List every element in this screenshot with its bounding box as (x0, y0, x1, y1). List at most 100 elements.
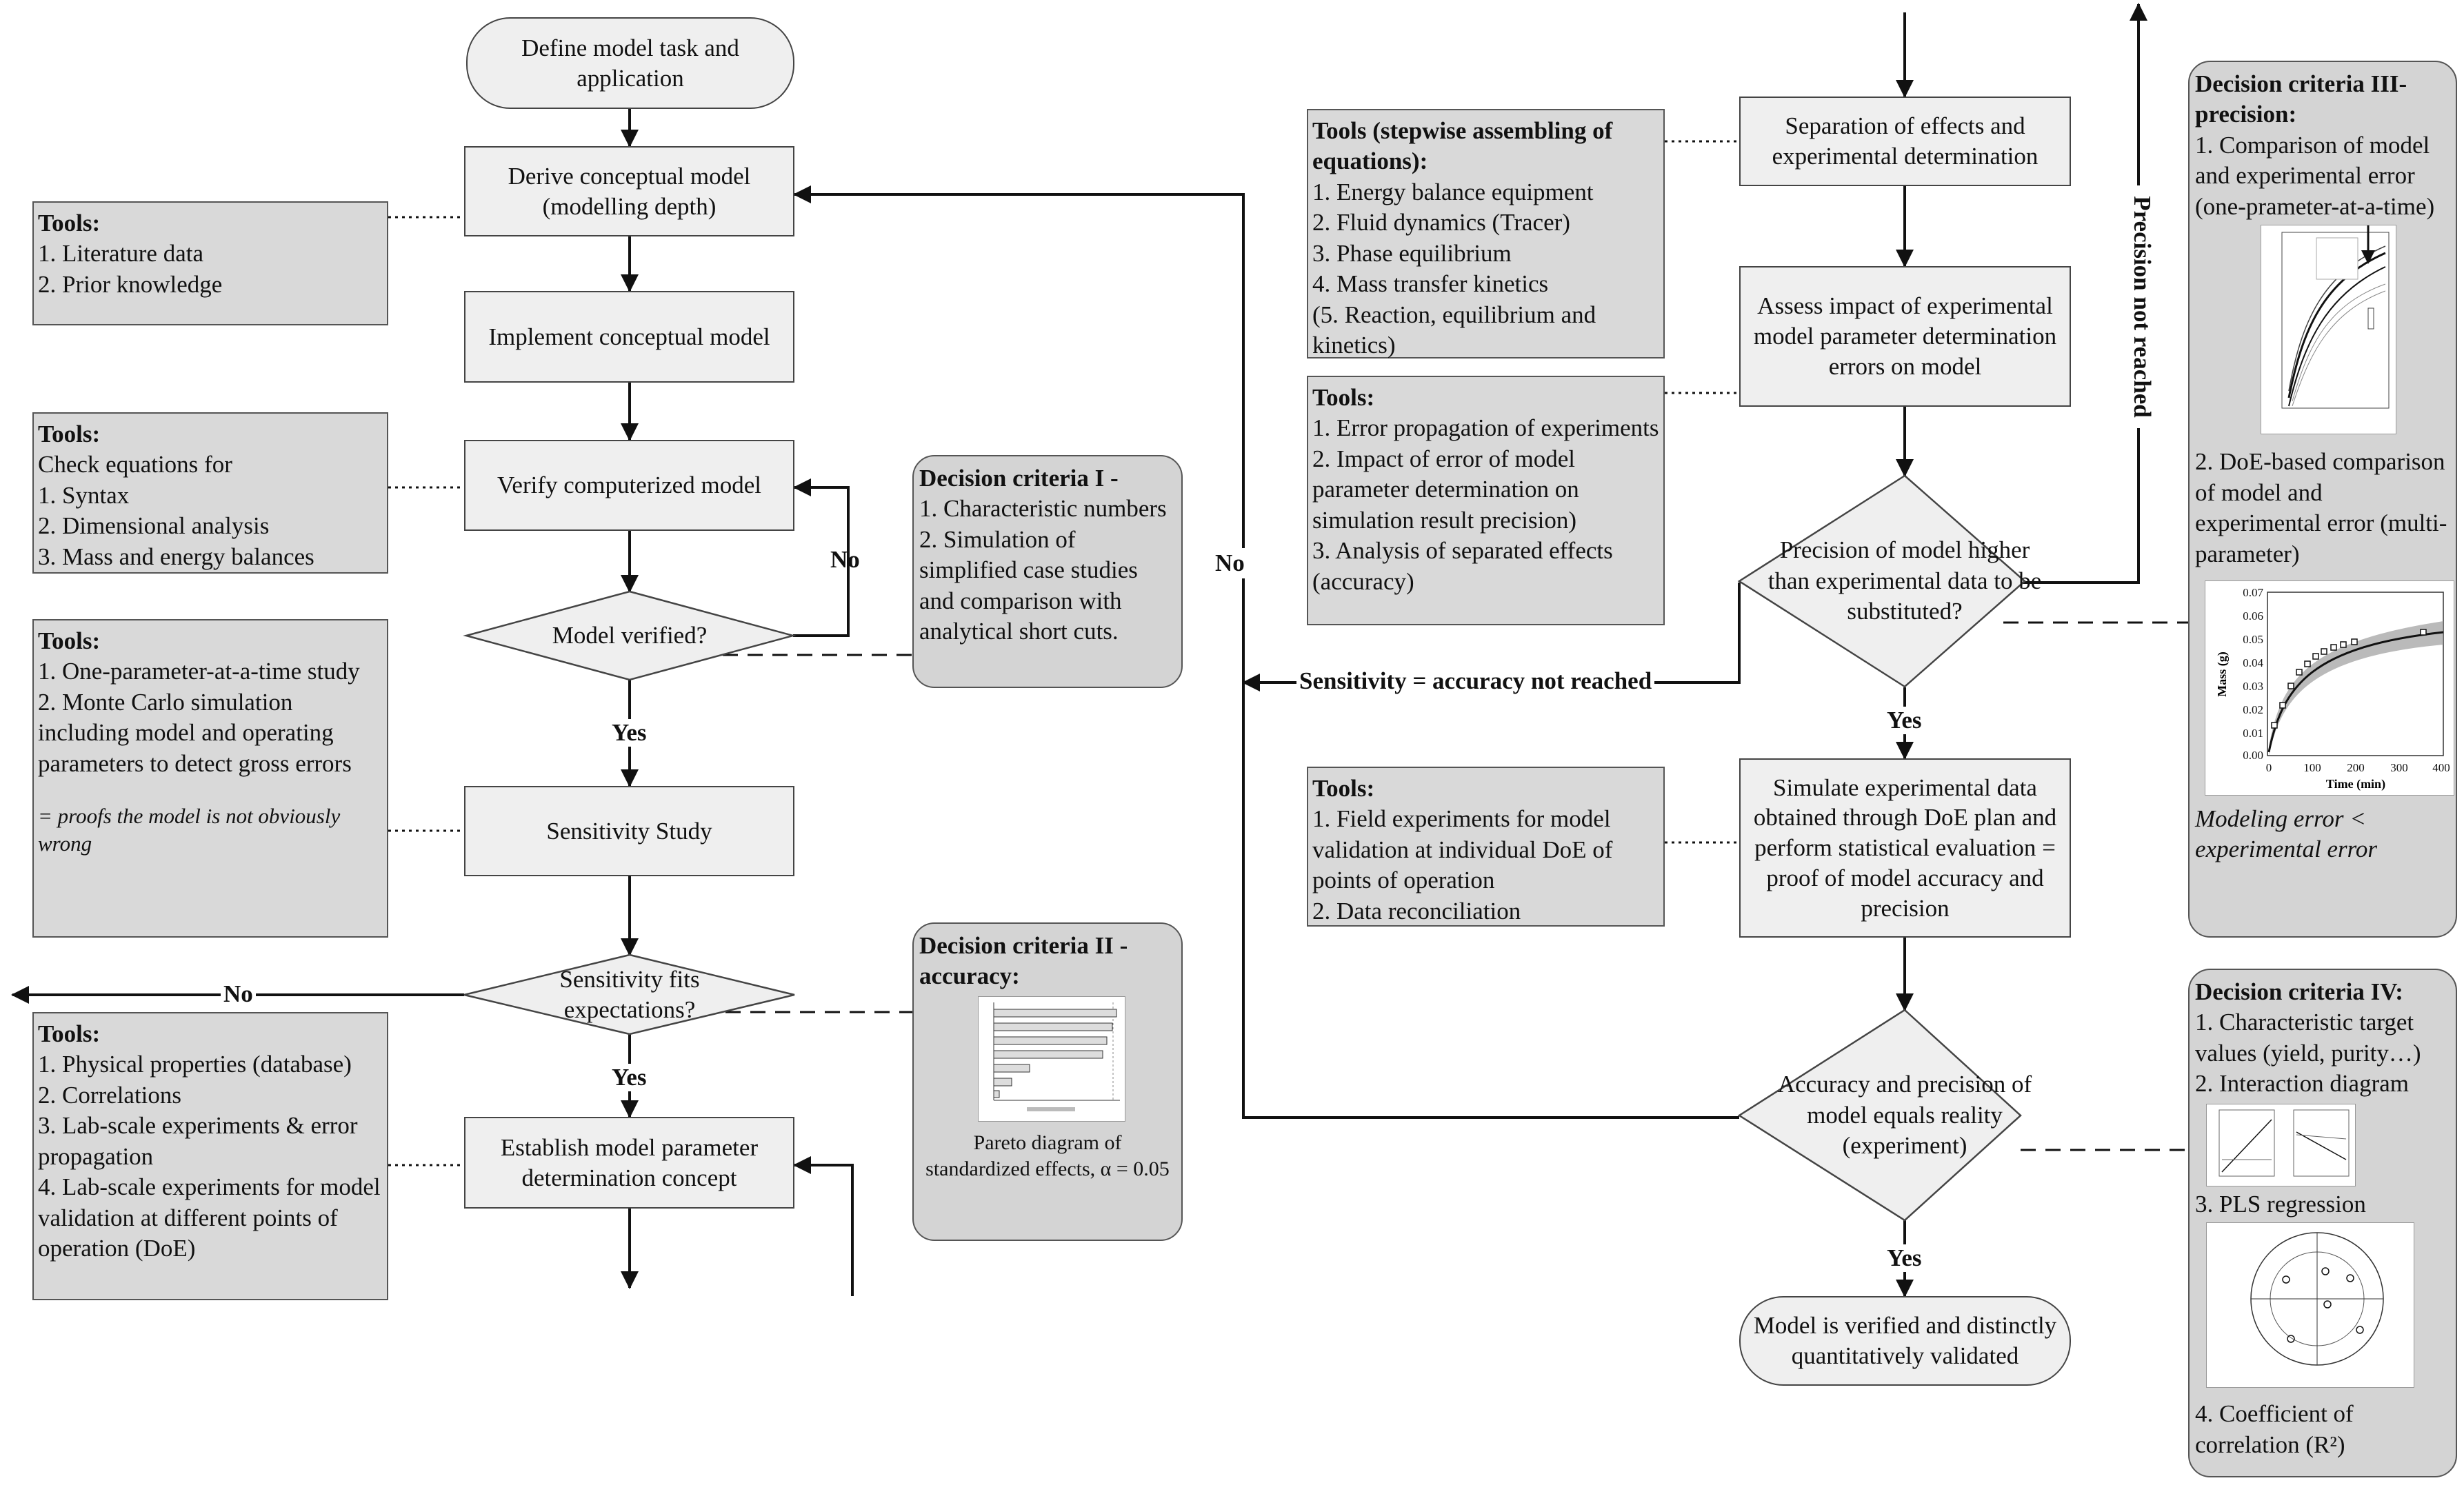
tools-stepwise-line-2: 2. Fluid dynamics (Tracer) (1312, 209, 1570, 236)
step-separation-effects: Separation of effects and experimental d… (1739, 97, 2071, 186)
label-no-accuracy: No (1212, 548, 1248, 578)
step-separation-effects-text: Separation of effects and experimental d… (1772, 112, 2039, 170)
tools-check-line-1: Check equations for (38, 451, 232, 478)
label-no-sensitivity: No (221, 980, 256, 1008)
tools-field-experiments: Tools: 1. Field experiments for model va… (1307, 767, 1665, 927)
decision-precision-text: Precision of model higher than experimen… (1767, 536, 2042, 625)
tools-parameters-line-3: 3. Lab-scale experiments & error propaga… (38, 1112, 358, 1170)
pareto-bars (993, 1002, 1120, 1111)
tools-field-line-2: 2. Data reconciliation (1312, 897, 1521, 925)
tools-sensitivity-line-1: 1. One-parameter-at-a-time study (38, 658, 360, 685)
mass-time-svg: 0.07 0.06 0.05 0.04 0.03 0.02 0.01 0.00 … (2215, 586, 2450, 791)
criteria-one: Decision criteria I - 1. Characteristic … (912, 455, 1183, 688)
mass-ylabel: Mass (g) (2215, 651, 2230, 697)
decision-sensitivity-fits-text: Sensitivity fits expectations? (559, 965, 700, 1023)
tools-stepwise-line-3: 3. Phase equilibrium (1312, 239, 1512, 267)
end-model-validated-text: Model is verified and distinctly quantit… (1753, 1312, 2057, 1369)
criteria-four-line-1: 1. Characteristic target values (yield, … (2195, 1009, 2421, 1067)
tools-error-title: Tools: (1312, 384, 1375, 411)
label-no-verify: No (830, 546, 860, 573)
mass-ytick-6: 0.01 (2243, 727, 2263, 740)
step-verify-model-text: Verify computerized model (497, 472, 761, 499)
mass-ytick-1: 0.06 (2243, 609, 2263, 623)
step-simulate-data-text: Simulate experimental data obtained thro… (1753, 774, 2057, 922)
tools-stepwise: Tools (stepwise assembling of equations)… (1307, 109, 1665, 358)
mass-ytick-0: 0.07 (2243, 586, 2263, 599)
criteria-three-note: Modeling error < experimental error (2195, 805, 2378, 863)
step-assess-impact: Assess impact of experimental model para… (1739, 266, 2071, 407)
tools-literature: Tools: 1. Literature data 2. Prior knowl… (32, 201, 388, 325)
arrow-accuracy-no-to-derive (793, 185, 1739, 1119)
criteria-two: Decision criteria II - accuracy: Pareto … (912, 922, 1183, 1241)
mass-ytick-7: 0.00 (2243, 749, 2263, 762)
mass-time-chart: 0.07 0.06 0.05 0.04 0.03 0.02 0.01 0.00 … (2205, 580, 2454, 796)
mass-xlabel: Time (min) (2326, 777, 2385, 791)
tools-sensitivity-line-2: 2. Monte Carlo simulation including mode… (38, 688, 352, 777)
label-yes-accuracy: Yes (1884, 1244, 1925, 1272)
step-verify-model: Verify computerized model (464, 440, 794, 531)
interaction-diagram-thumbnail (2206, 1103, 2356, 1186)
tools-field-title: Tools: (1312, 775, 1375, 802)
pareto-caption: Pareto diagram of standardized effects, … (925, 1131, 1170, 1180)
tools-check-line-3: 2. Dimensional analysis (38, 512, 270, 540)
decision-precision (1737, 474, 2026, 688)
criteria-three-title: Decision criteria III- precision: (2195, 70, 2407, 128)
step-derive-model-text: Derive conceptual model (modelling depth… (508, 162, 751, 220)
tools-stepwise-line-5: (5. Reaction, equilibrium and kinetics) (1312, 301, 1596, 359)
decision-model-verified-text: Model verified? (552, 621, 708, 649)
mass-xtick-2: 200 (2347, 761, 2365, 774)
criteria-three-line-2: 2. DoE-based comparison of model and exp… (2195, 448, 2447, 567)
mass-xtick-1: 100 (2303, 761, 2321, 774)
error-comparison-plot (2261, 225, 2396, 435)
tools-check-equations: Tools: Check equations for 1. Syntax 2. … (32, 412, 388, 574)
tools-stepwise-title: Tools (stepwise assembling of equations)… (1312, 117, 1613, 175)
label-yes-sensitivity: Yes (609, 1064, 650, 1091)
pareto-diagram-thumbnail (978, 996, 1125, 1122)
step-derive-model: Derive conceptual model (modelling depth… (464, 146, 794, 236)
criteria-four-line-4: 4. Coefficient of correlation (R²) (2195, 1400, 2354, 1458)
step-sensitivity-study-text: Sensitivity Study (546, 817, 712, 845)
tools-field-line-1: 1. Field experiments for model validatio… (1312, 805, 1613, 894)
step-assess-impact-text: Assess impact of experimental model para… (1753, 292, 2057, 380)
criteria-one-line-2: 2. Simulation of simplified case studies… (919, 525, 1138, 645)
tools-error-propagation: Tools: 1. Error propagation of experimen… (1307, 376, 1665, 625)
criteria-four-line-2: 2. Interaction diagram (2195, 1070, 2410, 1098)
tools-error-line-1: 1. Error propagation of experiments (1312, 414, 1659, 442)
decision-sensitivity-fits (463, 953, 795, 1036)
label-yes-verify: Yes (609, 719, 650, 747)
start-define-task: Define model task and application (466, 17, 794, 109)
arrow-loop-into-establish (793, 1156, 854, 1296)
tools-stepwise-line-1: 1. Energy balance equipment (1312, 178, 1594, 205)
label-sensitivity-accuracy: Sensitivity = accuracy not reached (1296, 667, 1655, 695)
tools-sensitivity-title: Tools: (38, 627, 101, 654)
mass-ytick-5: 0.02 (2243, 703, 2263, 716)
end-model-validated: Model is verified and distinctly quantit… (1739, 1296, 2071, 1386)
pls-circle (2250, 1232, 2384, 1366)
step-implement-model: Implement conceptual model (464, 291, 794, 383)
mass-ytick-3: 0.04 (2243, 656, 2263, 669)
tools-error-line-2: 2. Impact of error of model parameter de… (1312, 445, 1579, 534)
arrow-no-back-verify (793, 478, 850, 637)
criteria-three-line-1: 1. Comparison of model and experimental … (2195, 131, 2435, 220)
tools-stepwise-line-4: 4. Mass transfer kinetics (1312, 270, 1549, 298)
tools-literature-line-2: 2. Prior knowledge (38, 270, 223, 298)
mass-xtick-3: 300 (2390, 761, 2408, 774)
label-yes-precision: Yes (1884, 707, 1925, 734)
tools-sensitivity: Tools: 1. One-parameter-at-a-time study … (32, 619, 388, 938)
mass-ytick-4: 0.03 (2243, 680, 2263, 693)
criteria-four: Decision criteria IV: 1. Characteristic … (2188, 969, 2457, 1477)
decision-accuracy (1737, 1009, 2022, 1222)
decision-accuracy-text: Accuracy and precision of model equals r… (1777, 1071, 2032, 1160)
tools-parameters-line-2: 2. Correlations (38, 1081, 182, 1109)
mass-xtick-4: 400 (2432, 761, 2450, 774)
step-implement-model-text: Implement conceptual model (488, 323, 770, 350)
step-establish-concept: Establish model parameter determination … (464, 1117, 794, 1209)
mass-xtick-0: 0 (2266, 761, 2272, 774)
step-sensitivity-study: Sensitivity Study (464, 786, 794, 876)
tools-check-line-4: 3. Mass and energy balances (38, 543, 314, 570)
tools-parameters-line-4: 4. Lab-scale experiments for model valid… (38, 1173, 381, 1262)
decision-model-verified (463, 590, 797, 681)
tools-literature-line-1: 1. Literature data (38, 240, 204, 267)
criteria-two-title: Decision criteria II - accuracy: (919, 932, 1128, 990)
tools-check-line-2: 1. Syntax (38, 481, 130, 509)
